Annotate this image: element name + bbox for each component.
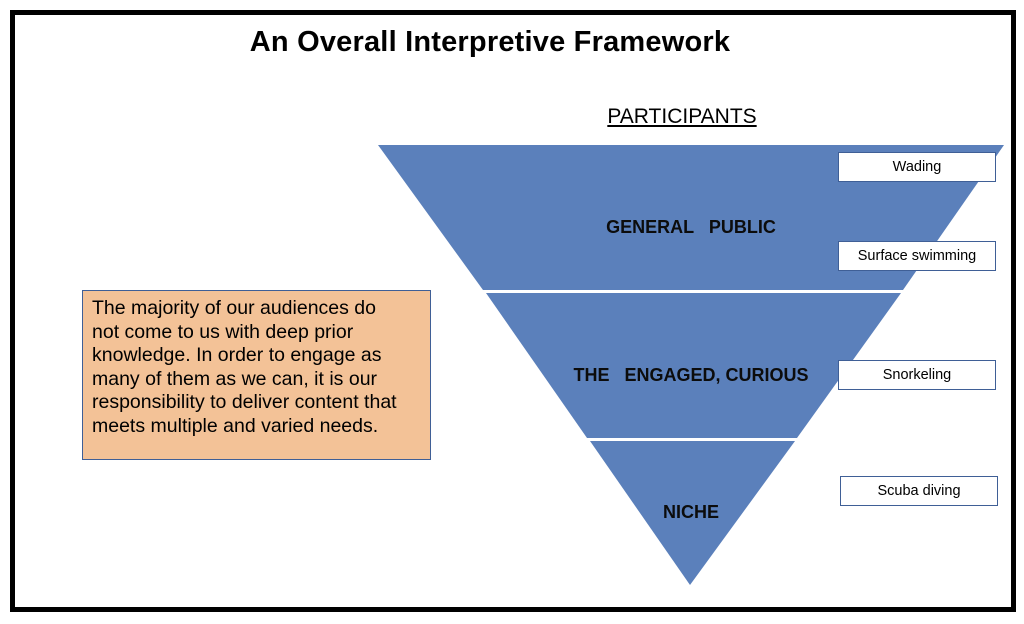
callout-line: responsibility to deliver content that [92, 391, 397, 413]
depth-label-snorkeling: Snorkeling [838, 360, 996, 390]
callout-line: many of them as we can, it is our [92, 367, 378, 390]
participants-heading: PARTICIPANTS [607, 105, 757, 128]
callout-line: The majority of our audiences do [92, 297, 376, 319]
callout-line: knowledge. In order to engage as [92, 344, 382, 366]
callout-box: The majority of our audiences do not com… [82, 290, 431, 460]
slide-frame [10, 10, 1016, 612]
tier-label-engaged-curious: THE ENGAGED, CURIOUS [573, 365, 808, 385]
depth-label-wading: Wading [838, 152, 996, 182]
callout-line: not come to us with deep prior [92, 320, 354, 343]
funnel-tier-niche [590, 441, 795, 585]
tier-label-niche: NICHE [663, 502, 719, 522]
callout-line: meets multiple and varied needs. [92, 414, 379, 437]
tier-label-general-public: GENERAL PUBLIC [606, 217, 776, 237]
depth-label-surface-swimming: Surface swimming [838, 241, 996, 271]
depth-label-scuba-diving: Scuba diving [840, 476, 998, 506]
slide-title: An Overall Interpretive Framework [249, 26, 731, 58]
funnel-tier-engaged-curious [486, 293, 901, 438]
